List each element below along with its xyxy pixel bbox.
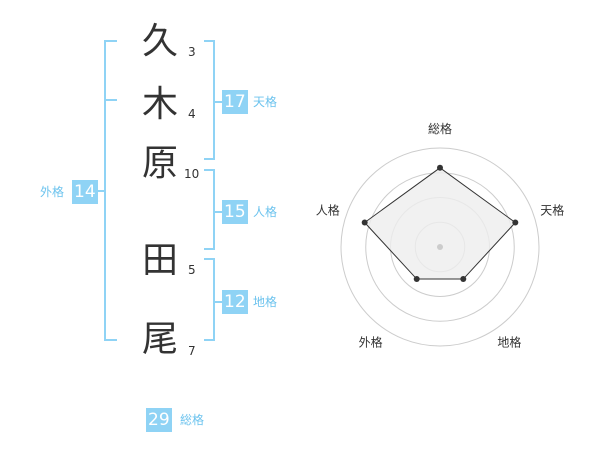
stroke-count-5: 7 [188,344,196,358]
soukaku-label: 総格 [180,413,205,427]
gaikaku-badge: 14 [72,180,98,204]
name-char-5: 尾 [141,319,178,360]
stroke-count-4: 5 [188,263,196,277]
radar-point-3 [460,276,467,283]
radar-value-polygon [363,167,517,280]
name-char-1: 久 [141,21,178,62]
radar-point-4 [413,276,420,283]
tenkaku-bracket [204,40,215,160]
radar-center-dot [437,244,443,250]
jinkaku-label: 人格 [253,205,278,219]
gaikaku-bracket [104,40,117,341]
chikaku-label: 地格 [253,295,278,309]
name-char-2: 木 [141,84,178,125]
radar-grid-ring-4 [340,147,540,347]
jinkaku-badge: 15 [222,200,248,224]
radar-axis-label-2: 天格 [540,203,564,218]
chikaku-badge: 12 [222,290,248,314]
name-char-4: 田 [141,240,178,281]
tenkaku-label: 天格 [253,95,278,109]
radar-point-2 [512,219,519,226]
soukaku-badge: 29 [146,408,172,432]
bracket-lines [97,40,222,341]
gaikaku-label: 外格 [40,185,65,199]
chikaku-bracket [204,258,215,341]
jinkaku-bracket [204,169,215,250]
radar-axis-label-3: 地格 [497,334,521,349]
radar-point-1 [437,164,443,171]
stroke-count-1: 3 [188,45,196,59]
radar-axis-label-1: 総格 [428,121,452,136]
tenkaku-badge: 17 [222,90,248,114]
stroke-count-2: 4 [188,107,196,121]
stroke-count-3: 10 [184,167,200,181]
radar-axis-label-4: 外格 [359,334,383,349]
name-char-3: 原 [141,143,178,184]
radar-axis-label-5: 人格 [316,203,340,218]
radar-point-5 [361,219,368,226]
